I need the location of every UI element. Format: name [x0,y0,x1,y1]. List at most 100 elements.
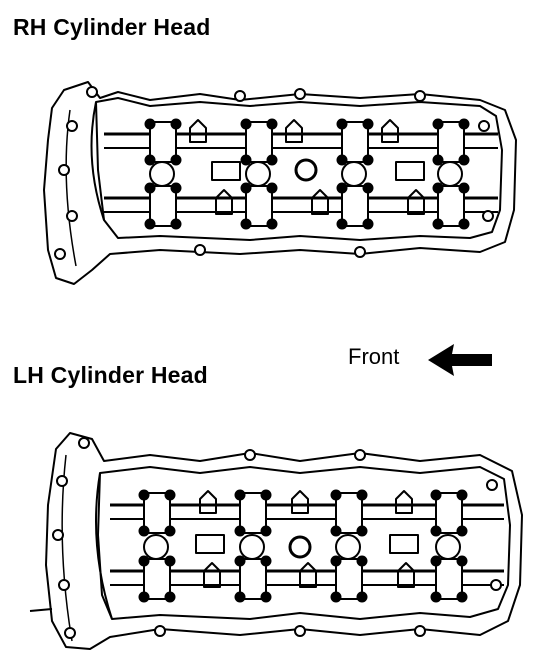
rh-bolt [266,154,278,166]
rh-bolt [458,218,470,230]
lh-edge-hole [244,449,256,461]
rh-bolt [144,118,156,130]
lh-edge-hole [58,579,70,591]
lh-bolt [138,555,150,567]
lh-bolt [164,525,176,537]
lh-bolt [234,525,246,537]
rh-bolt [362,182,374,194]
rh-edge-hole [234,90,246,102]
lh-bolt [456,489,468,501]
rh-bolt [458,118,470,130]
rh-bolt [170,182,182,194]
rh-bolt [240,154,252,166]
rh-bolt [266,218,278,230]
rh-center-boss [294,158,318,182]
rh-cylinder-head-drawing [43,81,517,285]
rh-bolt [170,118,182,130]
rh-bolt [432,182,444,194]
lh-bolt [330,555,342,567]
rh-bolt [170,154,182,166]
lh-head-inner-plate [97,466,511,620]
rh-front-flange [90,101,105,221]
lh-edge-hole [52,529,64,541]
rh-edge-hole [58,164,70,176]
lh-bolt [234,489,246,501]
rh-bolt [240,182,252,194]
lh-bolt [356,591,368,603]
lh-edge-hole [56,475,68,487]
rh-bolt [362,118,374,130]
lh-bolt [356,555,368,567]
lh-center-boss [288,535,312,559]
lh-bolt [164,555,176,567]
lh-bolt [430,525,442,537]
lh-cylinder-head-title: LH Cylinder Head [13,362,208,388]
lh-bolt [430,555,442,567]
lh-bolt [456,525,468,537]
rh-edge-hole [194,244,206,256]
rh-edge-hole [478,120,490,132]
arrow-left-icon [428,344,492,376]
lh-bolt [356,489,368,501]
lh-bolt [138,489,150,501]
rh-edge-hole [66,120,78,132]
rh-edge-hole [482,210,494,222]
lh-bolt [430,489,442,501]
lh-bolt [330,591,342,603]
rh-bolt [266,118,278,130]
rh-bolt [362,154,374,166]
rh-edge-hole [354,246,366,258]
lh-bolt [260,555,272,567]
rh-bolt [240,118,252,130]
lh-edge-hole [294,625,306,637]
rh-edge-hole [294,88,306,100]
rh-bolt [170,218,182,230]
lh-cylinder-head-drawing [29,432,523,650]
lh-bolt [164,591,176,603]
lh-edge-hole [490,579,502,591]
lh-edge-hole [64,627,76,639]
rh-bolt [458,182,470,194]
rh-bolt [144,154,156,166]
lh-bolt [330,525,342,537]
lh-head-outline [45,432,523,650]
rh-edge-hole [86,86,98,98]
lh-bolt [234,555,246,567]
lh-edge-hole [78,437,90,449]
rh-edge-hole [414,90,426,102]
rh-bolt [458,154,470,166]
rh-head-outline [43,81,517,285]
lh-edge-hole [154,625,166,637]
front-label: Front [348,344,400,369]
rh-bolt [336,118,348,130]
lh-bolt [456,555,468,567]
lh-edge-hole [354,449,366,461]
rh-bolt [144,182,156,194]
lh-bolt [138,591,150,603]
rh-head-inner-plate [95,97,503,241]
rh-edge-hole [54,248,66,260]
rh-bolt [432,154,444,166]
rh-edge-hole [66,210,78,222]
lh-bolt [164,489,176,501]
lh-bolt [456,591,468,603]
lh-bolt [138,525,150,537]
lh-bolt [330,489,342,501]
rh-bolt [240,218,252,230]
lh-bolt [260,489,272,501]
rh-bolt [432,218,444,230]
rh-bolt [432,118,444,130]
lh-bolt [260,525,272,537]
lh-bolt [356,525,368,537]
lh-bolt [430,591,442,603]
rh-bolt [336,218,348,230]
lh-edge-hole [486,479,498,491]
lh-front-flange [95,472,113,620]
lh-bolt [260,591,272,603]
rh-bolt [336,182,348,194]
lh-edge-hole [414,625,426,637]
lh-bolt [234,591,246,603]
rh-bolt [362,218,374,230]
rh-bolt [144,218,156,230]
rh-bolt [336,154,348,166]
